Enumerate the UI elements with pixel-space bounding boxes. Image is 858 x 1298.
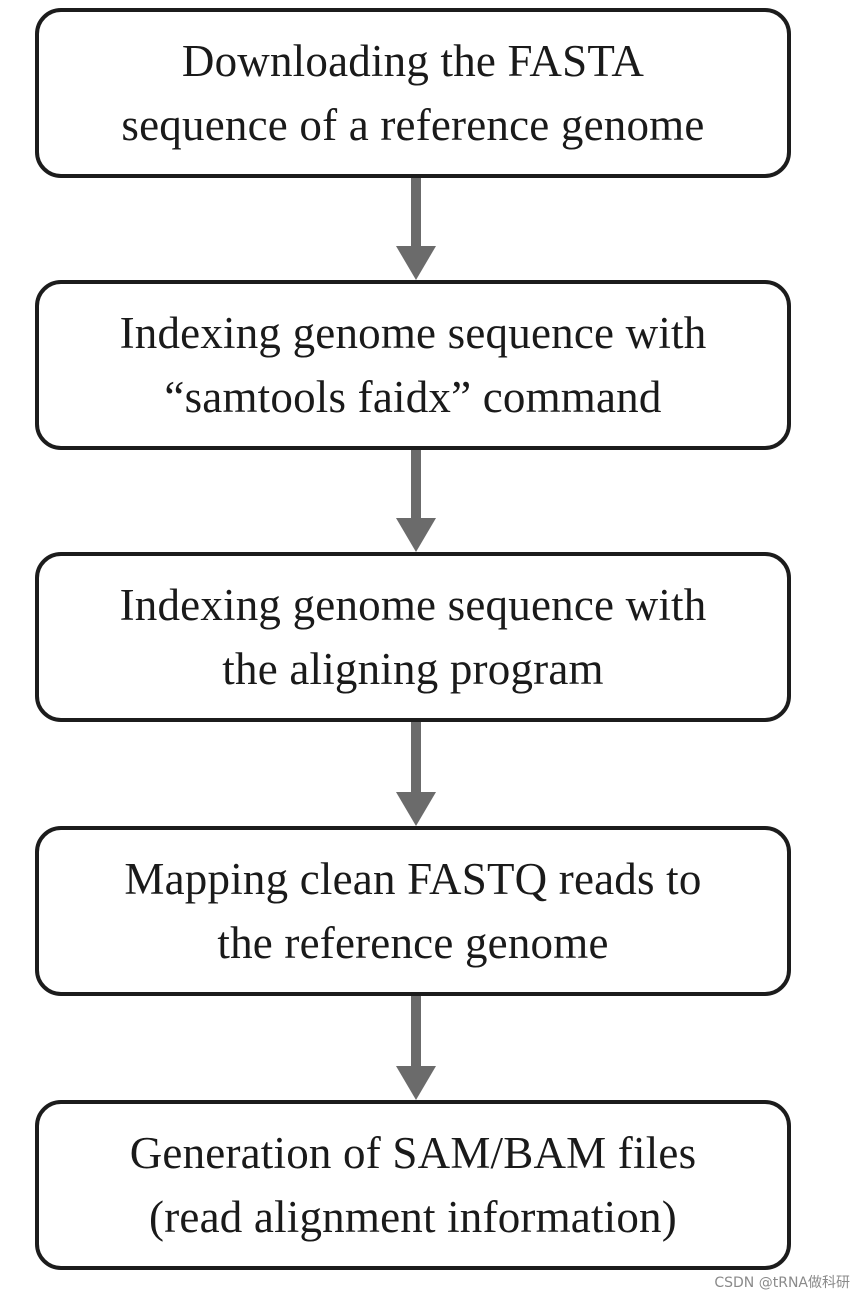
step-2-box: Indexing genome sequence with “samtools … [35, 280, 791, 450]
step-5-line-1: Generation of SAM/BAM files [129, 1128, 697, 1178]
arrow-1-shaft [411, 178, 421, 248]
arrow-1-head [396, 246, 436, 280]
step-3-line-1: Indexing genome sequence with [119, 580, 707, 630]
arrow-3-shaft [411, 722, 421, 794]
step-3-box: Indexing genome sequence with the aligni… [35, 552, 791, 722]
step-2-line-1: Indexing genome sequence with [119, 308, 707, 358]
step-4-box: Mapping clean FASTQ reads to the referen… [35, 826, 791, 996]
step-5-box: Generation of SAM/BAM files (read alignm… [35, 1100, 791, 1270]
step-3-line-2: the aligning program [222, 644, 604, 694]
arrow-4-shaft [411, 996, 421, 1068]
step-1-box: Downloading the FASTA sequence of a refe… [35, 8, 791, 178]
step-5-line-2: (read alignment information) [149, 1192, 677, 1242]
step-1-line-2: sequence of a reference genome [121, 100, 705, 150]
arrow-3-to-4 [396, 722, 436, 826]
step-4-line-1: Mapping clean FASTQ reads to [124, 854, 702, 904]
arrow-3-head [396, 792, 436, 826]
step-4-line-2: the reference genome [217, 918, 609, 968]
watermark-text: CSDN @tRNA做科研 [714, 1275, 850, 1291]
arrow-4-head [396, 1066, 436, 1100]
step-2-line-2: “samtools faidx” command [164, 372, 662, 422]
arrow-1-to-2 [396, 178, 436, 280]
arrow-4-to-5 [396, 996, 436, 1100]
arrow-2-head [396, 518, 436, 552]
arrow-2-shaft [411, 450, 421, 520]
step-1-line-1: Downloading the FASTA [181, 36, 645, 86]
arrow-2-to-3 [396, 450, 436, 552]
